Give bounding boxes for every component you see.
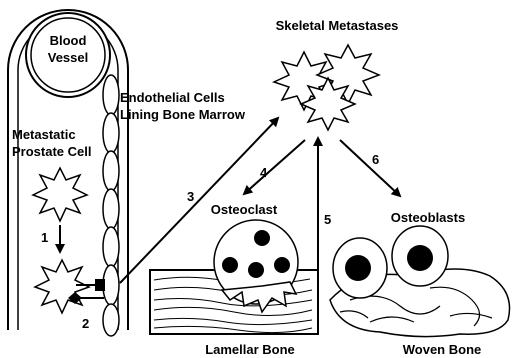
step-1-label: 1 [41,230,48,245]
osteoclast-nucleus [274,257,290,273]
osteoclast-nucleus [222,257,238,273]
step-6-label: 6 [372,152,379,167]
prostate-cell-label-2: Prostate Cell [12,144,91,159]
step-5-label: 5 [324,212,331,227]
endothelial-label-2: Lining Bone Marrow [120,107,246,122]
osteoblast-cell [333,238,387,298]
blood-vessel-label-2: Vessel [48,50,89,65]
arrow-4 [244,140,305,194]
lamellar-bone-label: Lamellar Bone [205,342,295,357]
skeletal-metastases [274,45,379,130]
endothelial-label-1: Endothelial Cells [120,90,225,105]
prostate-cell [33,168,87,221]
step-2-label: 2 [82,316,89,331]
osteoblasts-label: Osteoblasts [391,210,465,225]
woven-bone-label: Woven Bone [403,342,482,357]
adhesion-receptor [95,279,105,291]
adhering-prostate-cell [35,260,89,313]
endothelial-cells [103,75,119,336]
osteoblast-nucleus [407,245,433,271]
skeletal-metastases-label: Skeletal Metastases [276,18,399,33]
osteoblast-cell [392,226,448,286]
osteoclast-nucleus [254,230,270,246]
arrow-6 [340,140,400,196]
osteoclast-nucleus [248,262,264,278]
blood-vessel-label-1: Blood [50,33,87,48]
step-4-label: 4 [260,165,268,180]
osteoblast-nucleus [345,255,371,281]
osteoclast-label: Osteoclast [211,202,278,217]
step-3-label: 3 [187,189,194,204]
prostate-cell-label-1: Metastatic [12,127,76,142]
